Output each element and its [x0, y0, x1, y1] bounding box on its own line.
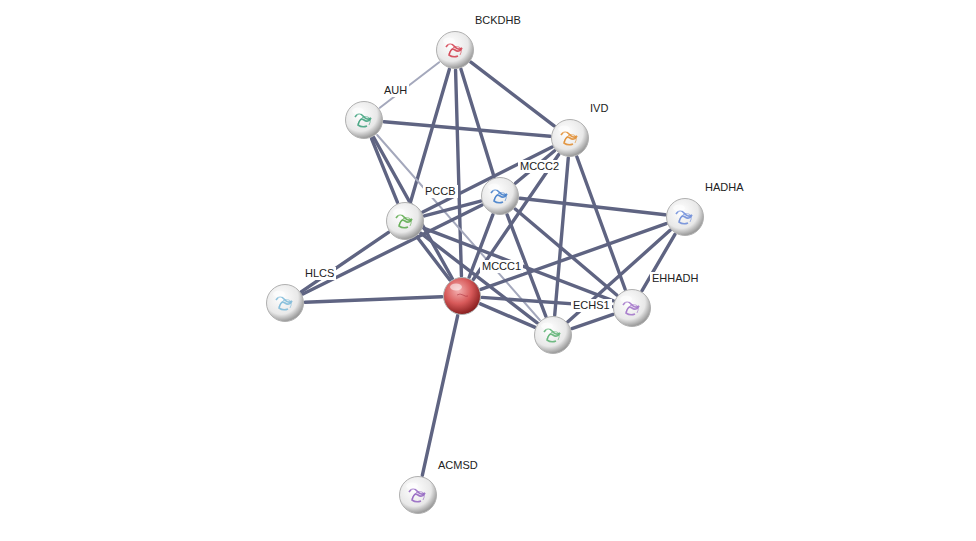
- protein-label: ECHS1: [571, 299, 612, 312]
- protein-sphere: [435, 30, 475, 70]
- interaction-edge: [411, 69, 450, 202]
- interaction-edge: [305, 297, 442, 302]
- protein-sphere: [442, 276, 482, 316]
- interaction-edge: [422, 316, 457, 476]
- interaction-edge: [384, 122, 550, 137]
- protein-label: EHHADH: [650, 272, 700, 285]
- interaction-edge: [377, 135, 540, 320]
- protein-label: BCKDHB: [473, 14, 523, 27]
- protein-label: PCCB: [423, 185, 458, 198]
- interaction-edge: [480, 304, 534, 327]
- protein-sphere: [344, 100, 384, 140]
- protein-node: MCCC1: [442, 276, 482, 316]
- protein-node: HLCS: [265, 283, 305, 323]
- protein-label: AUH: [382, 84, 409, 97]
- interaction-edge: [302, 232, 389, 291]
- interaction-edge: [421, 233, 537, 323]
- protein-label: HLCS: [303, 267, 336, 280]
- protein-sphere: [665, 197, 705, 237]
- interaction-edge: [461, 69, 494, 177]
- protein-label: IVD: [588, 102, 610, 115]
- protein-sphere: [265, 283, 305, 323]
- protein-node: MCCC2: [480, 176, 520, 216]
- protein-node: AUH: [344, 100, 384, 140]
- protein-sphere: [533, 315, 573, 355]
- interaction-edge: [380, 62, 439, 108]
- protein-node: BCKDHB: [435, 30, 475, 70]
- protein-node: EHHADH: [612, 288, 652, 328]
- protein-label: ACMSD: [436, 459, 480, 472]
- protein-label: MCCC2: [518, 160, 561, 173]
- protein-node: PCCB: [385, 201, 425, 241]
- interaction-edge: [520, 198, 665, 214]
- protein-sphere: [612, 288, 652, 328]
- protein-label: HADHA: [703, 181, 746, 194]
- protein-sphere: [550, 118, 590, 158]
- interaction-edge: [572, 314, 613, 328]
- protein-node: ECHS1: [533, 315, 573, 355]
- interaction-edge: [473, 155, 558, 280]
- protein-node: HADHA: [665, 197, 705, 237]
- protein-sphere: [385, 201, 425, 241]
- protein-label: MCCC1: [480, 260, 523, 273]
- interaction-edge: [555, 158, 569, 315]
- interaction-edge: [456, 70, 462, 276]
- interaction-edge: [471, 62, 554, 126]
- protein-node: ACMSD: [398, 475, 438, 515]
- protein-node: IVD: [550, 118, 590, 158]
- protein-sphere: [480, 176, 520, 216]
- protein-sphere: [398, 475, 438, 515]
